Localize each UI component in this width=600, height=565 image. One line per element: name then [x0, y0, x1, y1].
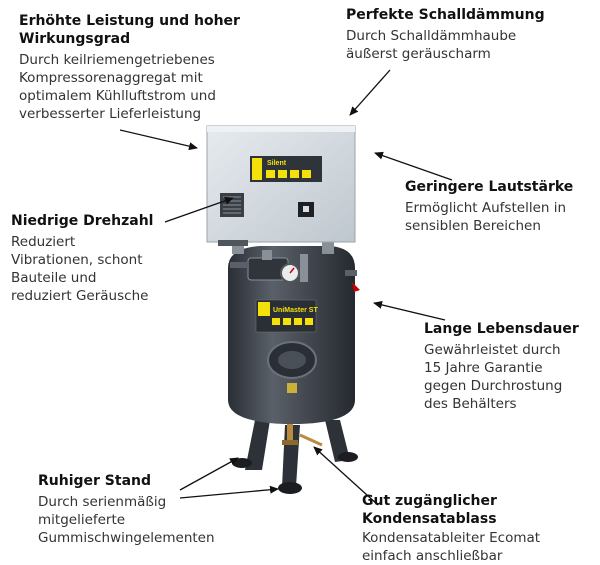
callout-kondensat: Gut zugänglicher Kondensatablass Kondens… [362, 492, 592, 565]
arrow-drehzahl [164, 196, 234, 223]
callout-stand: Ruhiger Stand Durch serienmäßig mitgelie… [38, 472, 238, 547]
callout-title: Niedrige Drehzahl [11, 213, 154, 229]
arrow-lautstaerke [374, 151, 453, 181]
callout-title: Ruhiger Stand [38, 473, 152, 489]
svg-text:Silent: Silent [267, 160, 287, 167]
arrow-stand-1 [179, 457, 239, 491]
callout-description: Kondensatableiter Ecomat einfach anschli… [362, 530, 541, 564]
callout-description: Durch keilriemengetriebenes Kompressoren… [19, 52, 216, 122]
svg-text:UniMaster ST: UniMaster ST [273, 307, 318, 314]
callout-title: Lange Lebensdauer [424, 321, 579, 337]
callout-lebensdauer: Lange Lebensdauer Gewährleistet durch 15… [424, 320, 594, 413]
callout-schalldaemmung: Perfekte Schalldämmung Durch Schalldämmh… [346, 6, 586, 63]
hood-mount [322, 240, 334, 254]
pressure-tank [228, 246, 355, 424]
tank-label: UniMaster ST [255, 299, 318, 333]
callout-title: Geringere Lautstärke [405, 179, 574, 195]
callout-description: Durch serienmäßig mitgelieferte Gummisch… [38, 494, 215, 546]
pressure-fittings [230, 250, 360, 292]
callout-description: Gewährleistet durch 15 Jahre Garantie ge… [424, 342, 563, 412]
silent-hood: Silent [206, 125, 356, 246]
callout-title: Gut zugänglicher Kondensatablass [362, 493, 497, 527]
arrow-lebensdauer [373, 300, 446, 321]
arrow-kondensat [313, 446, 379, 506]
condensate-drain [282, 420, 323, 447]
arrow-leistung [119, 129, 198, 151]
callout-lautstaerke: Geringere Lautstärke Ermöglicht Aufstell… [405, 178, 595, 235]
callout-title: Erhöhte Leistung und hoher Wirkungsgrad [19, 13, 240, 47]
callout-leistung: Erhöhte Leistung und hoher Wirkungsgrad … [19, 12, 279, 123]
callout-description: Durch Schalldämmhaube äußerst geräuschar… [346, 28, 517, 62]
callout-description: Reduziert Vibrationen, schont Bauteile u… [11, 234, 149, 304]
arrow-stand-2 [179, 485, 279, 499]
callout-description: Ermöglicht Aufstellen in sensiblen Berei… [405, 200, 567, 234]
arrow-schalldaemmung [349, 69, 391, 116]
callout-title: Perfekte Schalldämmung [346, 7, 545, 23]
callout-drehzahl: Niedrige Drehzahl Reduziert Vibrationen,… [11, 212, 191, 305]
